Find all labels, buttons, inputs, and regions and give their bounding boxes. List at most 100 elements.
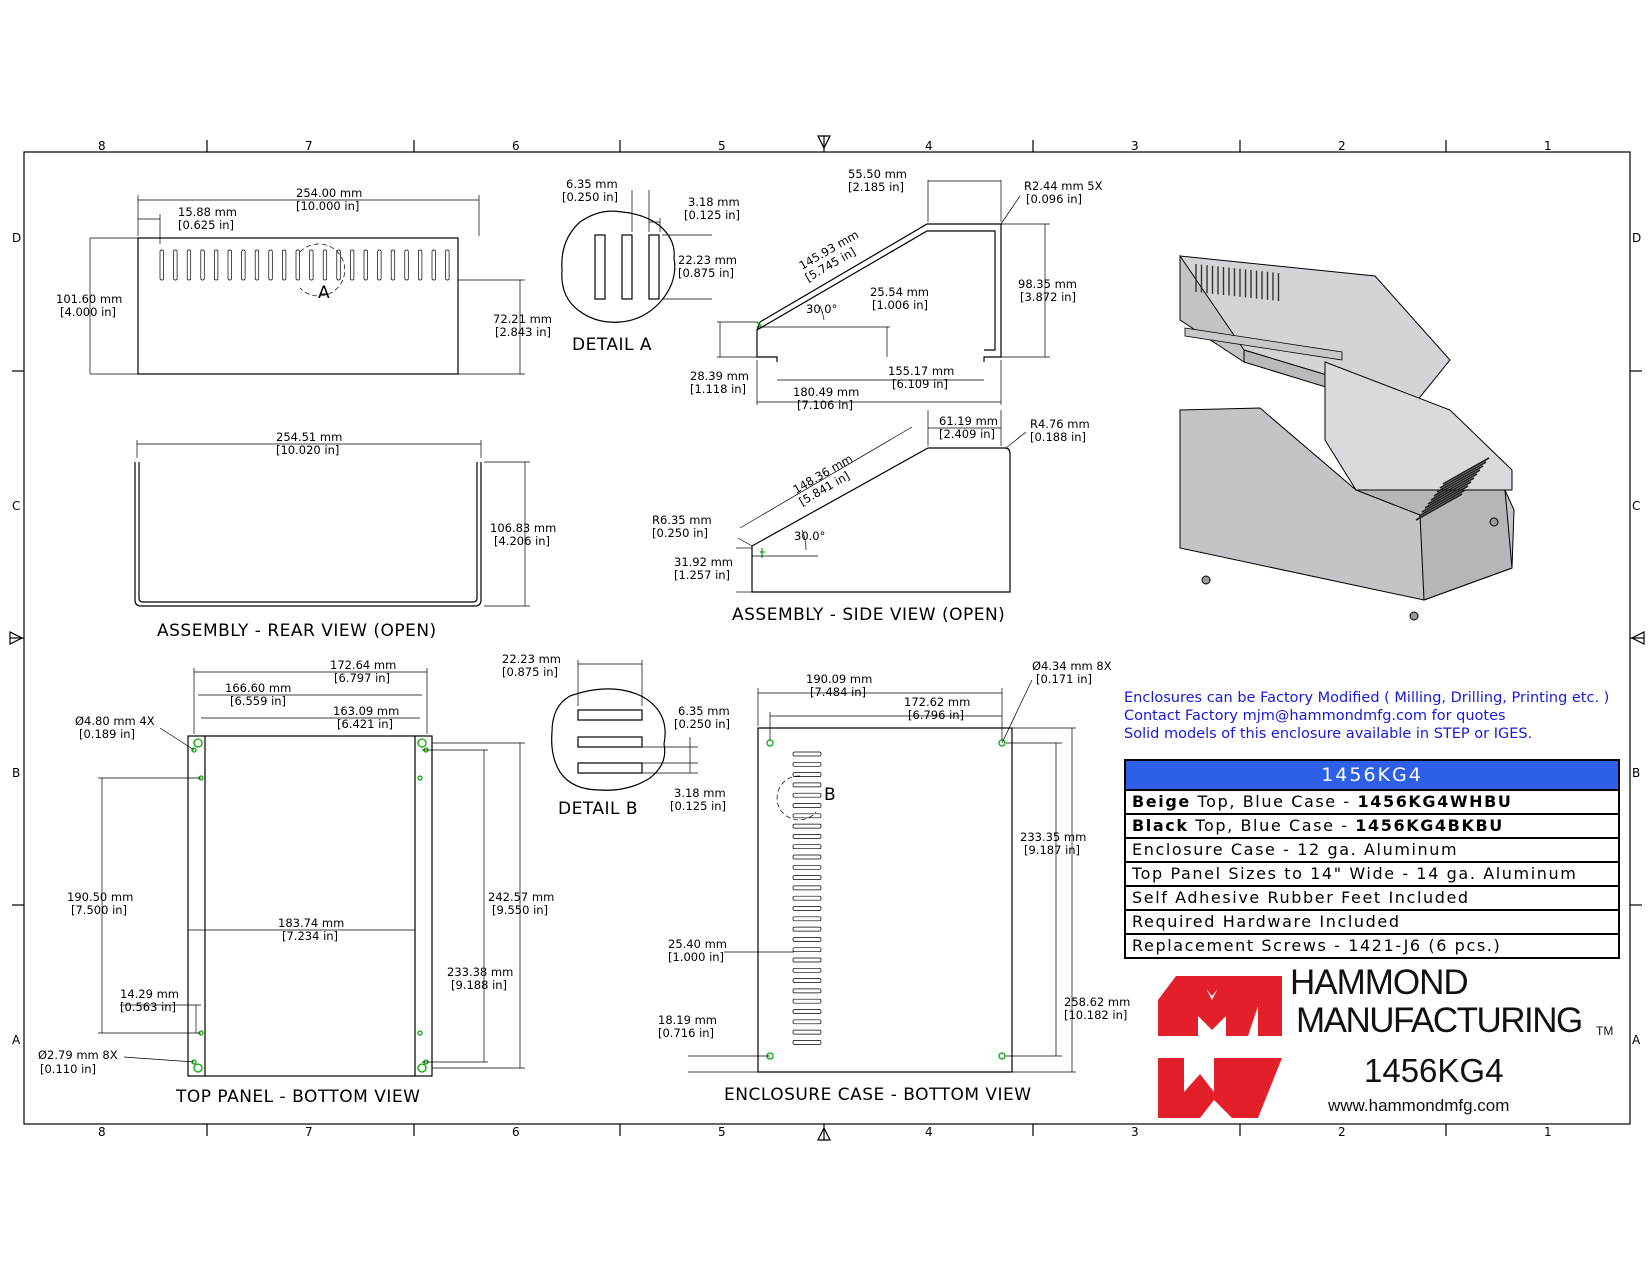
svg-text:183.74 mm: 183.74 mm [278,916,344,930]
zone-bot-8: 8 [98,1125,106,1139]
svg-text:[6.421 in]: [6.421 in] [337,717,393,731]
svg-text:28.39 mm: 28.39 mm [690,369,749,383]
rear-view-open: 254.51 mm [10.020 in] 106.83 mm [4.206 i… [134,430,556,641]
svg-text:14.29 mm: 14.29 mm [120,987,179,1001]
svg-text:[0.716 in]: [0.716 in] [658,1026,714,1040]
svg-text:[0.188 in]: [0.188 in] [1030,430,1086,444]
svg-text:[0.875 in]: [0.875 in] [678,266,734,280]
svg-text:[7.500 in]: [7.500 in] [71,903,127,917]
svg-text:72.21 mm: 72.21 mm [493,312,552,326]
brand-trademark: TM [1596,1024,1614,1038]
svg-text:[0.625 in]: [0.625 in] [178,218,234,232]
isometric-enclosure [1179,254,1515,621]
svg-text:Ø4.80 mm 4X: Ø4.80 mm 4X [75,714,155,728]
svg-text:172.64 mm: 172.64 mm [330,658,396,672]
svg-text:61.19 mm: 61.19 mm [939,414,998,428]
svg-text:[0.125 in]: [0.125 in] [684,208,740,222]
detail-a-title: DETAIL A [572,335,652,355]
svg-text:190.09 mm: 190.09 mm [806,672,872,686]
svg-text:[3.872 in]: [3.872 in] [1020,290,1076,304]
svg-text:[10.020 in]: [10.020 in] [276,443,339,457]
zone-top-7: 7 [305,139,313,153]
zone-bot-1: 1 [1544,1125,1552,1139]
spec-row-hardware: Required Hardware Included [1126,911,1618,935]
zone-right-a: A [1632,1033,1641,1047]
spec-row-black: Black Top, Blue Case - 1456KG4BKBU [1126,815,1618,839]
svg-text:[9.187 in]: [9.187 in] [1024,843,1080,857]
svg-text:180.49 mm: 180.49 mm [793,385,859,399]
svg-text:[0.250 in]: [0.250 in] [652,526,708,540]
svg-text:106.83 mm: 106.83 mm [490,521,556,535]
spec-table: 1456KG4 Beige Top, Blue Case - 1456KG4WH… [1124,759,1620,959]
svg-text:[7.106 in]: [7.106 in] [797,398,853,412]
svg-text:22.23 mm: 22.23 mm [678,253,737,267]
zone-bot-5: 5 [718,1125,726,1139]
zone-ticks [9,135,1645,1141]
svg-text:[4.000 in]: [4.000 in] [60,305,116,319]
svg-text:[0.171 in]: [0.171 in] [1036,672,1092,686]
svg-text:163.09 mm: 163.09 mm [333,704,399,718]
svg-text:[0.563 in]: [0.563 in] [120,1000,176,1014]
svg-text:[6.559 in]: [6.559 in] [230,694,286,708]
side-view-closed: 55.50 mm [2.185 in] R2.44 mm 5X [0.096 i… [690,167,1103,412]
spec-row-rubber-feet: Self Adhesive Rubber Feet Included [1126,887,1618,911]
zone-left-a: A [12,1033,21,1047]
brand-website-link[interactable]: www.hammondmfg.com [1328,1096,1510,1115]
svg-text:190.50 mm: 190.50 mm [67,890,133,904]
svg-text:R4.76 mm: R4.76 mm [1030,417,1090,431]
brand-name: HAMMOND [1290,963,1469,1002]
note-factory-modified: Enclosures can be Factory Modified ( Mil… [1124,690,1610,706]
svg-text:25.40 mm: 25.40 mm [668,937,727,951]
svg-text:[9.188 in]: [9.188 in] [451,978,507,992]
svg-text:[0.096 in]: [0.096 in] [1026,192,1082,206]
svg-text:98.35 mm: 98.35 mm [1018,277,1077,291]
svg-text:[4.206 in]: [4.206 in] [494,534,550,548]
svg-text:18.19 mm: 18.19 mm [658,1013,717,1027]
note-contact-factory[interactable]: Contact Factory mjm@hammondmfg.com for q… [1124,708,1506,724]
svg-text:254.51 mm: 254.51 mm [276,430,342,444]
svg-text:101.60 mm: 101.60 mm [56,292,122,306]
zone-top-1: 1 [1544,139,1552,153]
zone-top-3: 3 [1131,139,1139,153]
svg-text:31.92 mm: 31.92 mm [674,555,733,569]
svg-text:[7.234 in]: [7.234 in] [282,929,338,943]
svg-text:[6.797 in]: [6.797 in] [334,671,390,685]
zone-labels: 8 7 6 5 4 3 2 1 8 7 6 5 4 3 2 1 D C B A … [12,139,1641,1139]
svg-text:R2.44 mm 5X: R2.44 mm 5X [1024,179,1103,193]
zone-right-d: D [1632,231,1641,245]
svg-text:[0.250 in]: [0.250 in] [674,717,730,731]
top-panel-bottom-view: 172.64 mm [6.797 in] 166.60 mm [6.559 in… [38,658,554,1107]
svg-text:258.62 mm: 258.62 mm [1064,995,1130,1009]
svg-text:R6.35 mm: R6.35 mm [652,513,712,527]
svg-text:Ø2.79 mm 8X: Ø2.79 mm 8X [38,1048,118,1062]
svg-text:30.0°: 30.0° [806,302,837,316]
zone-right-c: C [1632,499,1640,513]
svg-text:[6.109 in]: [6.109 in] [892,377,948,391]
svg-text:[0.189 in]: [0.189 in] [79,727,135,741]
svg-text:[0.875 in]: [0.875 in] [502,665,558,679]
svg-text:[10.000 in]: [10.000 in] [296,199,359,213]
svg-text:30.0°: 30.0° [794,529,825,543]
brand-part-number: 1456KG4 [1364,1052,1504,1089]
zone-top-6: 6 [512,139,520,153]
rear-view-closed: A 254.00 mm [10.000 in] 15.88 mm [0.625 … [56,186,552,375]
svg-text:[7.484 in]: [7.484 in] [810,685,866,699]
side-view-title: ASSEMBLY - SIDE VIEW (OPEN) [732,605,1005,625]
zone-bot-3: 3 [1131,1125,1139,1139]
spec-table-header: 1456KG4 [1126,761,1618,791]
svg-text:242.57 mm: 242.57 mm [488,890,554,904]
svg-text:172.62 mm: 172.62 mm [904,695,970,709]
zone-top-2: 2 [1338,139,1346,153]
spec-row-case-material: Enclosure Case - 12 ga. Aluminum [1126,839,1618,863]
zone-top-5: 5 [718,139,726,153]
svg-text:[1.257 in]: [1.257 in] [674,568,730,582]
spec-row-top-panel: Top Panel Sizes to 14" Wide - 14 ga. Alu… [1126,863,1618,887]
svg-text:[2.843 in]: [2.843 in] [495,325,551,339]
zone-bot-2: 2 [1338,1125,1346,1139]
svg-text:3.18 mm: 3.18 mm [674,786,726,800]
brand-subtitle: MANUFACTURING [1296,1001,1583,1040]
svg-text:[1.006 in]: [1.006 in] [872,298,928,312]
detail-a-view: 6.35 mm [0.250 in] 3.18 mm [0.125 in] 22… [561,177,740,355]
detail-ref-b: B [824,785,836,805]
